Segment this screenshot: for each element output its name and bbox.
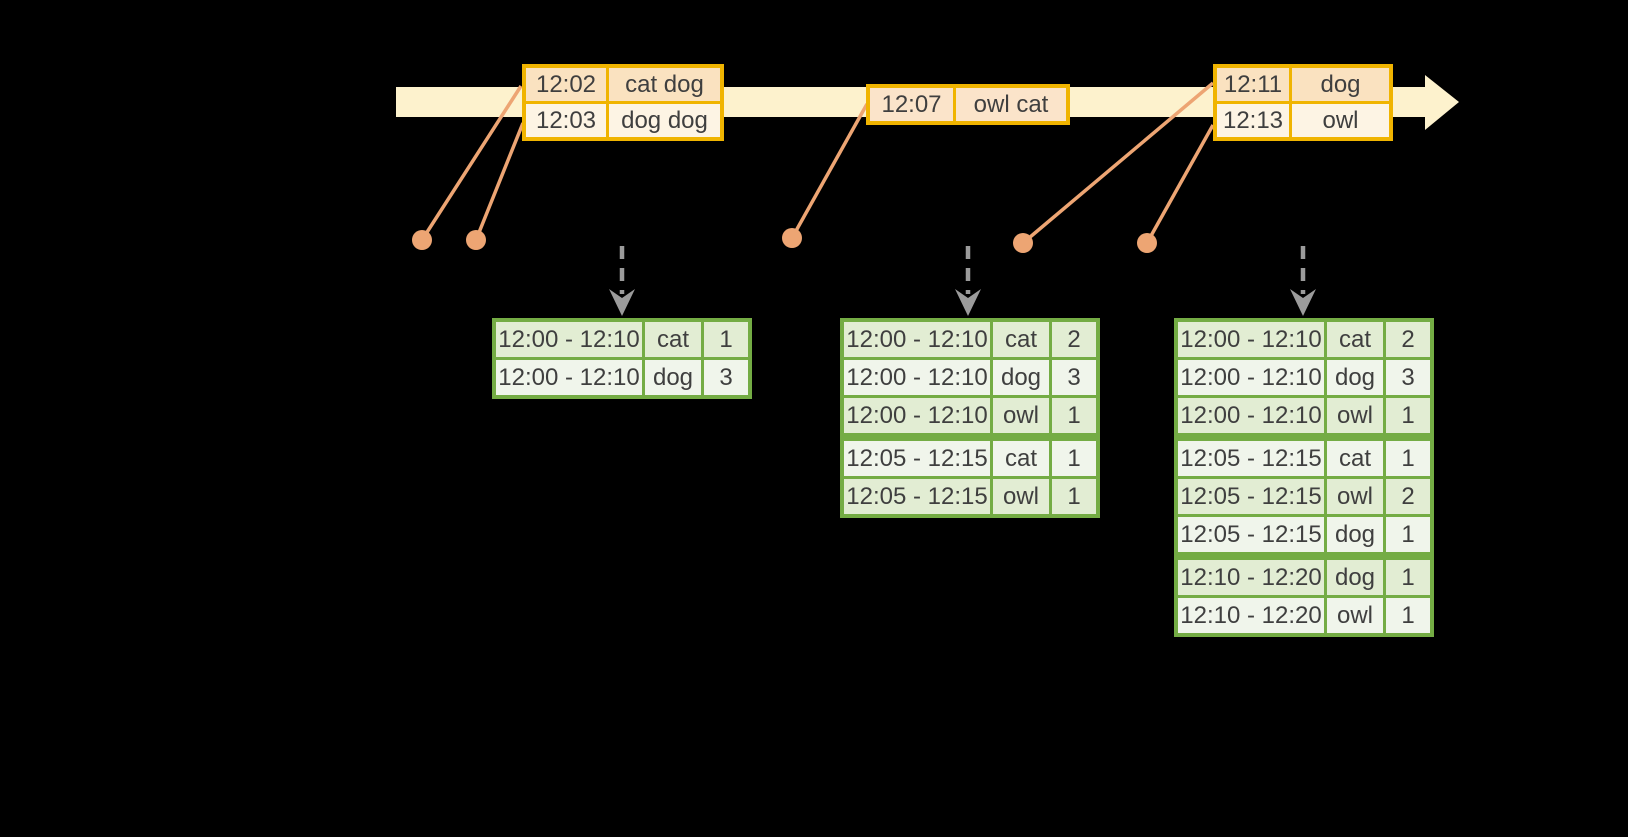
count-cell: 3 (1067, 364, 1081, 391)
event-connector (1145, 124, 1215, 244)
trigger-arrowhead-icon (609, 289, 635, 316)
event-row: 12:13 owl (1217, 101, 1389, 137)
event-connector (1021, 81, 1215, 245)
window-range-cell: 12:00 - 12:10 (496, 322, 645, 357)
event-connector (474, 122, 525, 241)
event-time-cell: 12:13 (1217, 104, 1292, 137)
word-cell: owl (993, 398, 1052, 433)
window-range-cell: 12:05 - 12:15 (1178, 479, 1327, 514)
event-words-cell: dog dog (621, 107, 708, 134)
count-cell: 1 (1067, 483, 1081, 510)
window-range-cell: 12:00 - 12:10 (496, 360, 645, 395)
event-words-cell: owl (1322, 107, 1359, 134)
count-cell: 1 (1067, 445, 1081, 472)
event-words-cell: dog (1320, 71, 1361, 98)
event-row: 12:02 cat dog (526, 68, 720, 101)
window-range-cell: 12:10 - 12:20 (1178, 598, 1327, 633)
event-table: 12:11 dog 12:13 owl (1213, 64, 1393, 141)
word-cell: cat (1327, 441, 1386, 476)
word-cell: dog (1327, 517, 1386, 552)
count-cell: 1 (1401, 402, 1415, 429)
window-range-cell: 12:00 - 12:10 (844, 322, 993, 357)
count-cell: 1 (719, 326, 733, 353)
event-dot (466, 230, 486, 250)
word-cell: dog (645, 360, 704, 395)
event-time-cell: 12:07 (870, 88, 956, 121)
window-range-cell: 12:00 - 12:10 (1178, 360, 1327, 395)
window-range-cell: 12:10 - 12:20 (1178, 560, 1327, 595)
count-cell: 1 (1401, 521, 1415, 548)
event-connector (420, 85, 523, 241)
event-time-cell: 12:11 (1217, 68, 1292, 101)
event-dot (1137, 233, 1157, 253)
window-range-cell: 12:00 - 12:10 (844, 398, 993, 433)
event-dot (782, 228, 802, 248)
word-cell: cat (645, 322, 704, 357)
window-range-cell: 12:05 - 12:15 (844, 441, 993, 476)
word-cell: cat (1327, 322, 1386, 357)
word-cell: cat (993, 441, 1052, 476)
count-cell: 1 (1401, 602, 1415, 629)
event-connector (790, 103, 869, 239)
word-cell: dog (1327, 360, 1386, 395)
event-table: 12:07 owl cat (866, 84, 1070, 125)
word-cell: owl (1327, 398, 1386, 433)
event-table: 12:02 cat dog 12:03 dog dog (522, 64, 724, 141)
event-row: 12:11 dog (1217, 68, 1389, 101)
count-cell: 2 (1067, 326, 1081, 353)
trigger-arrowhead-icon (955, 289, 981, 316)
window-range-cell: 12:00 - 12:10 (1178, 398, 1327, 433)
event-words-cell: cat dog (625, 71, 704, 98)
word-cell: owl (993, 479, 1052, 514)
trigger-arrowhead-icon (1290, 289, 1316, 316)
event-time-cell: 12:03 (526, 104, 609, 137)
window-range-cell: 12:05 - 12:15 (1178, 517, 1327, 552)
count-cell: 3 (1401, 364, 1415, 391)
word-cell: owl (1327, 479, 1386, 514)
count-cell: 1 (1401, 564, 1415, 591)
window-range-cell: 12:00 - 12:10 (844, 360, 993, 395)
timeline-arrowhead-icon (1425, 75, 1459, 130)
word-cell: cat (993, 322, 1052, 357)
window-range-cell: 12:00 - 12:10 (1178, 322, 1327, 357)
count-cell: 2 (1401, 483, 1415, 510)
count-cell: 1 (1401, 445, 1415, 472)
window-range-cell: 12:05 - 12:15 (1178, 441, 1327, 476)
word-cell: dog (993, 360, 1052, 395)
event-dot (1013, 233, 1033, 253)
event-time-cell: 12:02 (526, 68, 609, 101)
count-cell: 3 (719, 364, 733, 391)
event-words-cell: owl cat (973, 91, 1049, 118)
event-row: 12:03 dog dog (526, 101, 720, 137)
window-range-cell: 12:05 - 12:15 (844, 479, 993, 514)
count-cell: 1 (1067, 402, 1081, 429)
word-cell: dog (1327, 560, 1386, 595)
word-cell: owl (1327, 598, 1386, 633)
event-dot (412, 230, 432, 250)
count-cell: 2 (1401, 326, 1415, 353)
event-row: 12:07 owl cat (870, 88, 1066, 121)
